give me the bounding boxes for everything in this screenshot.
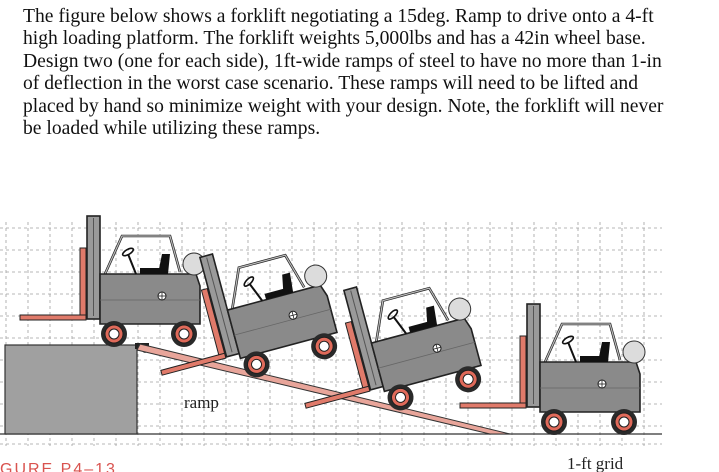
loading-platform [4, 344, 138, 435]
problem-line-4: of deflection in the worst case scenario… [23, 73, 639, 95]
problem-line-3: Design two (one for each side), 1ft-wide… [23, 50, 662, 72]
forklift-on-ground [460, 304, 645, 435]
problem-line-6: be loaded while utilizing these ramps. [23, 118, 321, 140]
grid-label: 1-ft grid [567, 454, 624, 472]
problem-line-2: high loading platform. The forklift weig… [23, 28, 646, 50]
ramp-label: ramp [184, 393, 219, 412]
problem-statement: The figure below shows a forklift negoti… [23, 6, 713, 140]
ramp [136, 343, 511, 435]
forklift-on-platform [20, 216, 205, 347]
problem-line-1: The figure below shows a forklift negoti… [23, 6, 654, 27]
figure-caption: GURE P4–13 [0, 461, 117, 472]
problem-line-5: placed by hand so minimize weight with y… [23, 95, 664, 117]
